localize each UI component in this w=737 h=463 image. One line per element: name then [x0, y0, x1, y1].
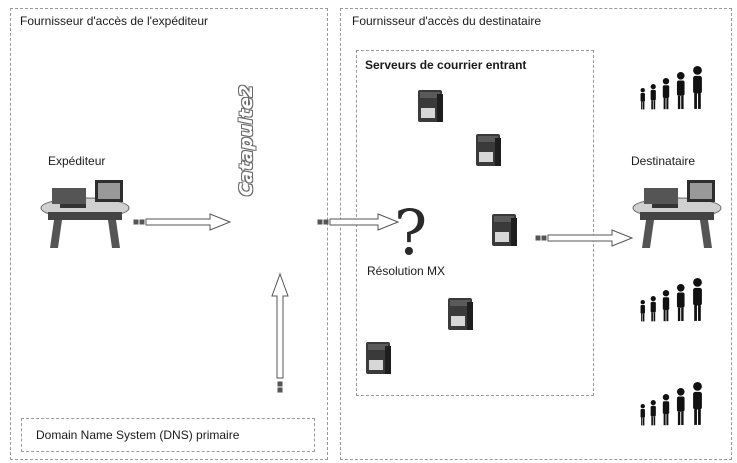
sender-isp-panel [10, 8, 328, 460]
server-icon-3 [492, 214, 517, 246]
people-group-icon-bottom [640, 382, 702, 426]
recipient-label: Destinataire [631, 154, 696, 168]
mx-resolution-label: Résolution MX [367, 264, 446, 278]
server-icon-1 [418, 90, 443, 122]
arrow-relay-to-mx [317, 213, 400, 231]
people-group-icon-top [640, 66, 702, 110]
people-group-icon-middle [640, 278, 702, 322]
recipient-workstation-icon [632, 179, 722, 249]
sender-isp-title: Fournisseur d'accès de l'expéditeur [20, 14, 209, 28]
question-mark-icon: ? [394, 196, 427, 269]
arrow-sender-to-relay [133, 213, 232, 231]
recipient-isp-title: Fournisseur d'accès du destinataire [352, 14, 542, 28]
server-icon-4 [448, 298, 473, 330]
server-icon-5 [366, 342, 391, 374]
recipient-isp-panel [340, 8, 732, 460]
server-icon-2 [476, 134, 501, 166]
incoming-servers-title: Serveurs de courrier entrant [365, 58, 527, 72]
dns-label: Domain Name System (DNS) primaire [36, 428, 240, 442]
arrow-server-to-recipient [535, 229, 634, 247]
sender-label: Expéditeur [48, 154, 106, 168]
sender-workstation-icon [40, 179, 130, 249]
dns-box [21, 418, 315, 452]
arrow-dns-to-relay [271, 272, 289, 393]
